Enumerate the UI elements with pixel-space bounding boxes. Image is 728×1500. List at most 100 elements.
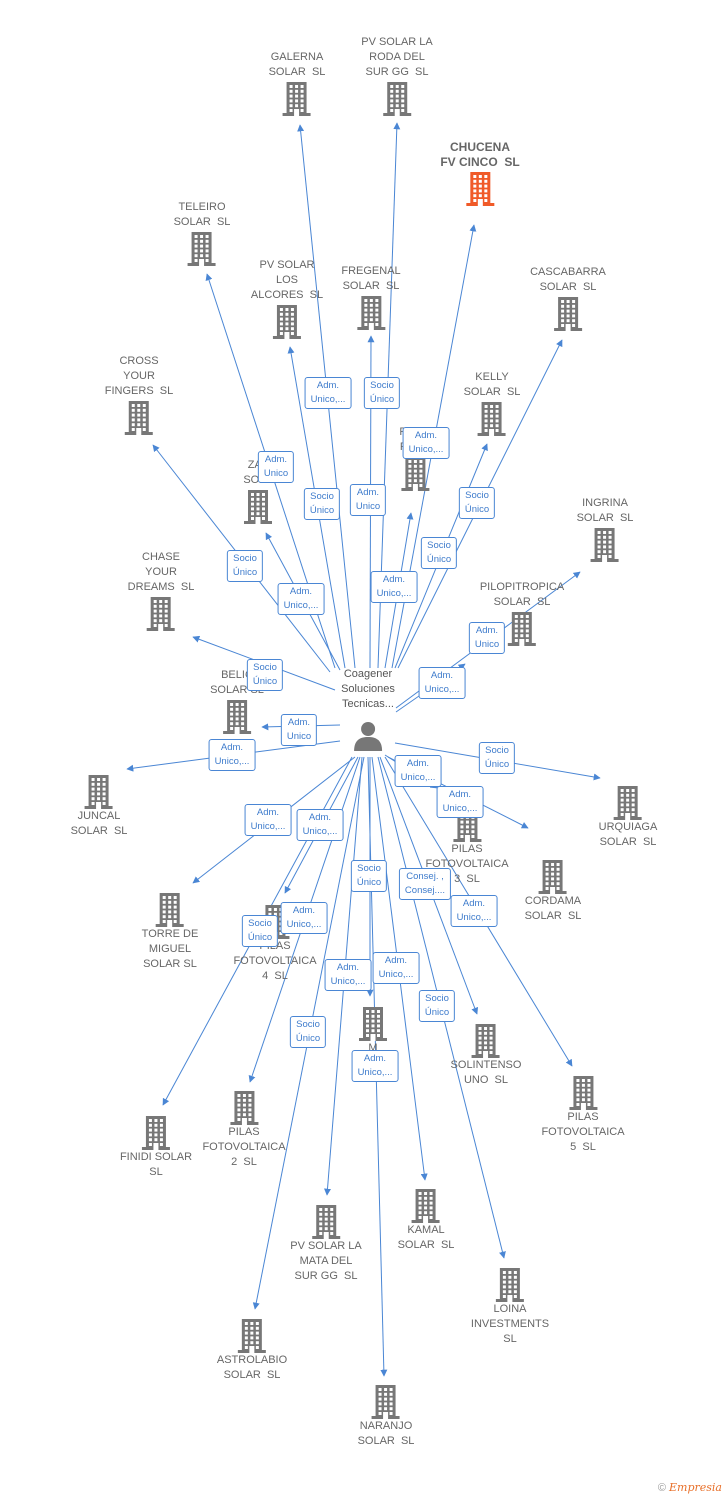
building-icon bbox=[577, 528, 634, 562]
building-icon bbox=[358, 1007, 388, 1041]
relation-badge[interactable]: Socio Único bbox=[363, 377, 401, 409]
relation-badge[interactable]: Adm. Unico,... bbox=[370, 571, 418, 603]
relation-badge[interactable]: Adm. Unico bbox=[349, 484, 387, 516]
company-node-pvmata[interactable]: PV SOLAR LA MATA DEL SUR GG SL bbox=[290, 1203, 362, 1284]
company-node-pvalcores[interactable]: PV SOLAR LOS ALCORES SL bbox=[251, 258, 323, 339]
company-node-astrolabio[interactable]: ASTROLABIO SOLAR SL bbox=[217, 1317, 287, 1383]
building-icon bbox=[530, 297, 606, 331]
relation-badge[interactable]: Adm. Unico,... bbox=[372, 952, 420, 984]
company-label: SOLINTENSO UNO SL bbox=[450, 1059, 522, 1086]
company-node-teleiro[interactable]: TELEIRO SOLAR SL bbox=[174, 200, 230, 266]
company-node-solintenso[interactable]: SOLINTENSO UNO SL bbox=[450, 1022, 522, 1088]
company-node-pilopitropica[interactable]: PILOPITROPICA SOLAR SL bbox=[480, 580, 564, 646]
relation-badge[interactable]: Adm. Unico,... bbox=[244, 804, 292, 836]
company-label: CHUCENA FV CINCO SL bbox=[440, 140, 520, 169]
building-icon bbox=[290, 1205, 362, 1239]
relation-badge[interactable]: Socio Único bbox=[246, 659, 284, 691]
relation-badge[interactable]: Socio Único bbox=[458, 487, 496, 519]
building-icon bbox=[361, 82, 433, 116]
relation-badge[interactable]: Adm. Unico bbox=[280, 714, 318, 746]
building-icon bbox=[541, 1076, 624, 1110]
relation-badge[interactable]: Adm. Unico,... bbox=[277, 583, 325, 615]
relation-badge[interactable]: Adm. Unico,... bbox=[324, 959, 372, 991]
company-node-pilas2[interactable]: PILAS FOTOVOLTAICA 2 SL bbox=[202, 1089, 286, 1170]
building-icon bbox=[202, 1091, 285, 1125]
building-icon bbox=[440, 172, 519, 206]
building-icon bbox=[105, 401, 173, 435]
relation-badge[interactable]: Adm. Unico,... bbox=[450, 895, 498, 927]
relation-badge[interactable]: Socio Único bbox=[420, 537, 458, 569]
company-node-kelly[interactable]: KELLY SOLAR SL bbox=[463, 370, 521, 436]
building-icon bbox=[251, 305, 323, 339]
company-node-chase[interactable]: CHASE YOUR DREAMS SL bbox=[128, 550, 195, 631]
company-node-cascabarra[interactable]: CASCABARRA SOLAR SL bbox=[530, 265, 606, 331]
relation-badge[interactable]: Adm. Unico,... bbox=[402, 427, 450, 459]
relation-badge[interactable]: Adm. Unico,... bbox=[436, 786, 484, 818]
company-label: PILAS FOTOVOLTAICA 5 SL bbox=[541, 1111, 625, 1153]
building-icon bbox=[142, 893, 199, 927]
company-node-fregenal[interactable]: FREGENAL SOLAR SL bbox=[341, 264, 401, 330]
center-person-label: Coagener Soluciones Tecnicas... bbox=[341, 668, 395, 710]
company-label: FREGENAL SOLAR SL bbox=[341, 265, 401, 292]
company-label: ASTROLABIO SOLAR SL bbox=[216, 1354, 288, 1381]
company-label: CORDAMA SOLAR SL bbox=[524, 895, 582, 922]
company-node-ingrina[interactable]: INGRINA SOLAR SL bbox=[577, 496, 634, 562]
company-node-cross[interactable]: CROSS YOUR FINGERS SL bbox=[105, 354, 173, 435]
company-label: CROSS YOUR FINGERS SL bbox=[104, 355, 174, 397]
building-icon bbox=[599, 786, 658, 820]
building-icon bbox=[217, 1319, 287, 1353]
company-label: PILAS FOTOVOLTAICA 2 SL bbox=[202, 1126, 286, 1168]
company-label: JUNCAL SOLAR SL bbox=[70, 810, 128, 837]
company-label: KELLY SOLAR SL bbox=[463, 371, 521, 398]
company-node-loina[interactable]: LOINA INVESTMENTS SL bbox=[471, 1266, 549, 1347]
building-icon bbox=[120, 1116, 192, 1150]
company-node-pilas3[interactable]: PILAS FOTOVOLTAICA 3 SL bbox=[425, 806, 509, 887]
relation-badge[interactable]: Consej. , Consej.... bbox=[398, 868, 452, 900]
company-node-urquiaga[interactable]: URQUIAGA SOLAR SL bbox=[598, 784, 658, 850]
company-node-chucena[interactable]: CHUCENA FV CINCO SL bbox=[440, 140, 520, 206]
relation-badge[interactable]: Socio Único bbox=[241, 915, 279, 947]
footer-brand: © Empresia bbox=[658, 1481, 722, 1494]
company-node-naranjo[interactable]: NARANJO SOLAR SL bbox=[358, 1383, 414, 1449]
company-node-pvroda[interactable]: PV SOLAR LA RODA DEL SUR GG SL bbox=[361, 35, 433, 116]
company-node-kamal[interactable]: KAMAL SOLAR SL bbox=[397, 1187, 455, 1253]
company-label: FINIDI SOLAR SL bbox=[119, 1151, 193, 1178]
relation-badge[interactable]: Adm. Unico,... bbox=[418, 667, 466, 699]
relation-badge[interactable]: Socio Único bbox=[303, 488, 341, 520]
company-label: KAMAL SOLAR SL bbox=[397, 1224, 455, 1251]
relation-badge[interactable]: Socio Único bbox=[418, 990, 456, 1022]
company-node-juncal[interactable]: JUNCAL SOLAR SL bbox=[70, 773, 128, 839]
relation-badge[interactable]: Adm. Unico,... bbox=[208, 739, 256, 771]
building-icon bbox=[128, 597, 195, 631]
relation-badge[interactable]: Socio Único bbox=[350, 860, 388, 892]
copyright-symbol: © bbox=[657, 1482, 666, 1494]
relation-badge[interactable]: Socio Único bbox=[289, 1016, 327, 1048]
company-node-finidi[interactable]: FINIDI SOLAR SL bbox=[120, 1114, 192, 1180]
building-icon bbox=[243, 490, 273, 524]
company-label: URQUIAGA SOLAR SL bbox=[598, 821, 658, 848]
relation-badge[interactable]: Adm. Unico,... bbox=[304, 377, 352, 409]
company-label: GALERNA SOLAR SL bbox=[268, 51, 326, 78]
relation-badge[interactable]: Adm. Unico,... bbox=[296, 809, 344, 841]
company-label: PILOPITROPICA SOLAR SL bbox=[479, 581, 565, 608]
company-label: PV SOLAR LOS ALCORES SL bbox=[250, 259, 324, 301]
company-node-torre[interactable]: TORRE DE MIGUEL SOLAR SL bbox=[142, 891, 199, 972]
relation-badge[interactable]: Adm. Unico bbox=[468, 622, 506, 654]
relation-badge[interactable]: Socio Único bbox=[478, 742, 516, 774]
relation-badge[interactable]: Adm. Unico,... bbox=[394, 755, 442, 787]
company-node-galerna[interactable]: GALERNA SOLAR SL bbox=[268, 50, 326, 116]
building-icon bbox=[399, 457, 430, 491]
building-icon bbox=[480, 612, 564, 646]
person-icon bbox=[353, 722, 382, 751]
center-person-node[interactable]: Coagener Soluciones Tecnicas... bbox=[341, 667, 395, 752]
relation-badge[interactable]: Adm. Unico,... bbox=[351, 1050, 399, 1082]
company-node-belic[interactable]: BELIC SOLAR SL bbox=[210, 668, 264, 734]
relation-badge[interactable]: Socio Único bbox=[226, 550, 264, 582]
company-label: PILAS FOTOVOLTAICA 3 SL bbox=[425, 843, 509, 885]
building-icon bbox=[71, 775, 128, 809]
building-icon bbox=[398, 1189, 455, 1223]
company-node-cordama[interactable]: CORDAMA SOLAR SL bbox=[524, 858, 582, 924]
company-node-pilas5[interactable]: PILAS FOTOVOLTAICA 5 SL bbox=[541, 1074, 625, 1155]
relation-badge[interactable]: Adm. Unico bbox=[257, 451, 295, 483]
relation-badge[interactable]: Adm. Unico,... bbox=[280, 902, 328, 934]
